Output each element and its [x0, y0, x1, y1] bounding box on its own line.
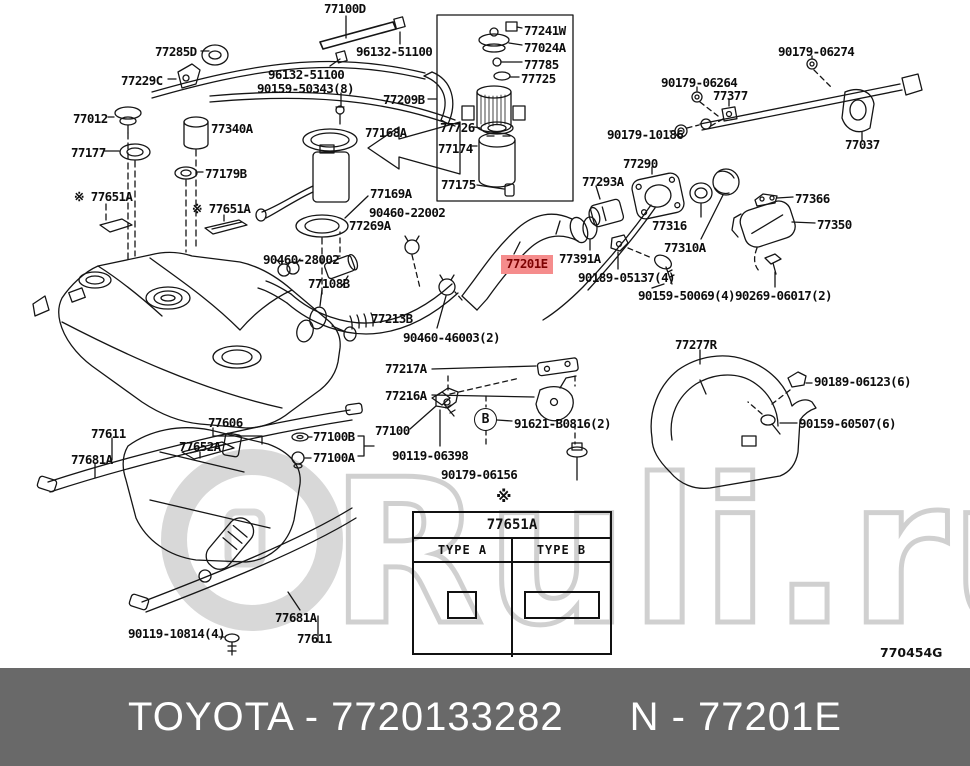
part-label: 77100B	[313, 429, 355, 444]
part-label: 77310A	[664, 240, 706, 255]
part-label: 77340A	[211, 121, 253, 136]
part-label: 77285D	[155, 44, 197, 59]
breather-tube-drawing	[151, 15, 456, 127]
fuel-filter-box-drawing	[436, 14, 574, 202]
straps-shield-drawing	[36, 291, 463, 656]
part-label: 77785	[524, 57, 559, 72]
part-label: 96132-51100	[356, 44, 433, 59]
hose-assembly-drawing	[257, 231, 459, 343]
part-label: 90269-06017(2)	[735, 288, 833, 303]
pipe-bracket-drawing	[291, 357, 588, 481]
part-label: 90189-06123(6)	[814, 374, 912, 389]
part-label: 77725	[521, 71, 556, 86]
part-label: 77108B	[308, 276, 350, 291]
part-label: 77209B	[383, 92, 425, 107]
part-label: 90179-06156	[441, 467, 518, 482]
part-label: 77179B	[205, 166, 247, 181]
part-label: 77037	[845, 137, 880, 152]
part-label: 77169A	[370, 186, 412, 201]
footer-bar: TOYOTA - 7720133282 N - 77201E	[0, 668, 970, 766]
watermark-text: Ruli.ru	[330, 437, 970, 670]
part-label: 77611	[297, 631, 332, 646]
part-label: 77100A	[313, 450, 355, 465]
footer-catalog-number: TOYOTA - 7720133282	[128, 694, 564, 739]
part-label: 77681A	[275, 610, 317, 625]
part-label: 90460-22002	[369, 205, 446, 220]
part-label: 77100D	[324, 1, 366, 16]
part-label: 77293A	[582, 174, 624, 189]
protector-77277R-drawing	[650, 349, 817, 490]
labels-layer: 77100D 96132-51100 77285D 96132-51100 77229C…	[71, 1, 912, 646]
part-label: 90119-10814(4)	[128, 626, 226, 641]
type-a-pad-shape	[447, 591, 477, 619]
part-label: 77350	[817, 217, 852, 232]
footer-part-code: N - 77201E	[629, 694, 842, 739]
fuel-pump-drawing	[255, 121, 461, 299]
part-label: 90179-06264	[661, 75, 738, 90]
circled-b-marker: B	[474, 408, 497, 431]
tank-inlet-parts-drawing	[99, 106, 248, 264]
part-label: 77012	[73, 111, 108, 126]
spec-table-col-type-b: TYPE B	[536, 543, 587, 557]
part-label: 77241W	[524, 23, 566, 38]
part-label: 90159-50069(4)	[638, 288, 736, 303]
part-label: 77177	[71, 145, 106, 160]
part-label: 77277R	[675, 337, 717, 352]
part-label: ※ 77651A	[192, 201, 251, 216]
breather-pipe-77037-drawing	[669, 55, 923, 141]
part-label: 77652A	[179, 439, 221, 454]
diagram-code: 770454G	[880, 645, 943, 660]
part-label: 77290	[623, 156, 658, 171]
part-label: 90460-28002	[263, 252, 340, 267]
part-label: 77681A	[71, 452, 113, 467]
part-label: 77316	[652, 218, 687, 233]
part-label: 91621-B0816(2)	[514, 416, 612, 431]
part-label: 90119-06398	[392, 448, 469, 463]
part-label: 77269A	[349, 218, 391, 233]
part-label: 77217A	[385, 361, 427, 376]
part-label: ※ 77651A	[74, 189, 133, 204]
spec-table: 77651A TYPE A TYPE B	[412, 511, 612, 657]
part-label: 90179-10186	[607, 127, 684, 142]
spec-table-col-type-a: TYPE A	[414, 539, 513, 561]
part-label: 90179-06274	[778, 44, 855, 59]
part-label: 77606	[208, 415, 243, 430]
type-b-pad-shape	[524, 591, 600, 619]
part-label: 90159-60507(6)	[799, 416, 897, 431]
part-label: 90159-50343(8)	[257, 81, 355, 96]
exploded-diagram-art: Ruli.ru	[32, 14, 970, 672]
part-label: 77377	[713, 88, 748, 103]
part-label: 77726	[440, 120, 475, 135]
watermark-logo: Ruli.ru	[161, 435, 970, 672]
part-label: 90460-46003(2)	[403, 330, 501, 345]
part-label: 77213B	[371, 311, 413, 326]
part-label: 77366	[795, 191, 830, 206]
part-label-highlighted: 77201E	[501, 255, 553, 274]
fuel-tank-drawing	[32, 251, 357, 429]
fuel-lid-drawing	[731, 193, 816, 288]
part-label: 96132-51100	[268, 67, 345, 82]
table-note-symbol: ※	[496, 487, 512, 506]
part-label: 90189-05137(4)	[578, 270, 676, 285]
part-label: 77024A	[524, 40, 566, 55]
part-label: 77611	[91, 426, 126, 441]
part-label: 77391A	[559, 251, 601, 266]
part-label: 77229C	[121, 73, 163, 88]
part-label: 77216A	[385, 388, 427, 403]
part-label: 77168A	[365, 125, 407, 140]
spec-table-header: 77651A	[414, 513, 610, 539]
part-label: 77100	[375, 423, 410, 438]
part-label: 77175	[441, 177, 476, 192]
part-label: 77174	[438, 141, 473, 156]
filler-neck-drawing	[461, 166, 740, 321]
